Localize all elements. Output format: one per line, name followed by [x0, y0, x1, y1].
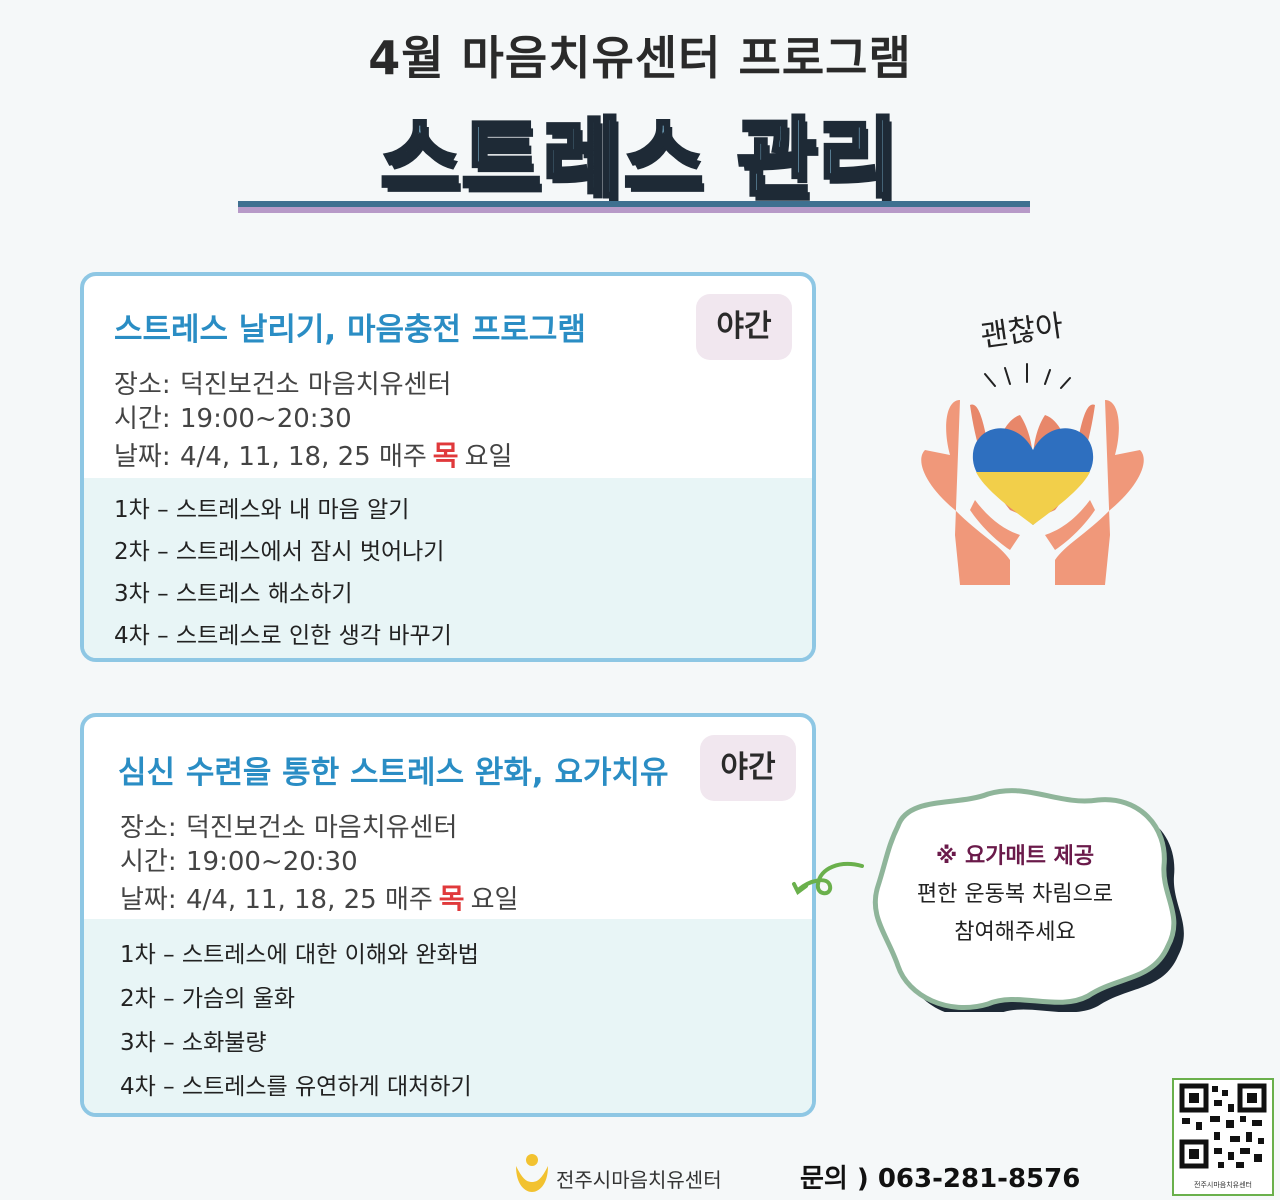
session-item: 4차 – 스트레스를 유연하게 대처하기: [120, 1074, 472, 1100]
date-value: 4/4, 11, 18, 25 매주: [180, 442, 427, 472]
title-divider: [238, 201, 1030, 207]
location-label: 장소:: [120, 813, 177, 843]
session-item: 1차 – 스트레스에 대한 이해와 완화법: [120, 942, 479, 968]
time-value: 19:00~20:30: [186, 847, 358, 877]
notice-bubble: [872, 788, 1184, 1012]
session-item: 4차 – 스트레스로 인한 생각 바꾸기: [114, 623, 452, 649]
qr-caption: 전주시마음치유센터: [1194, 1181, 1252, 1189]
notice-title: ※ 요가매트 제공: [935, 844, 1095, 869]
notice-text: 참여해주세요: [954, 920, 1076, 945]
night-badge: 야간: [700, 735, 796, 801]
arrow-icon: [792, 862, 864, 896]
night-badge: 야간: [696, 294, 792, 360]
date-label: 날짜:: [120, 885, 177, 915]
weekday-suffix: 요일: [464, 442, 513, 472]
center-logo-icon: [516, 1154, 548, 1192]
program-location: 장소: 덕진보건소 마음치유센터: [114, 364, 451, 401]
notice-text: 편한 운동복 차림으로: [916, 882, 1114, 907]
hands-heart-icon: [921, 363, 1144, 585]
time-value: 19:00~20:30: [180, 404, 352, 434]
qr-code-icon: [1179, 1083, 1267, 1169]
page-title: 스트레스 관리: [379, 107, 900, 211]
program-time: 시간: 19:00~20:30: [120, 841, 358, 878]
program-location: 장소: 덕진보건소 마음치유센터: [120, 807, 457, 844]
session-list: 1차 – 스트레스와 내 마음 알기 2차 – 스트레스에서 잠시 벗어나기 3…: [84, 478, 812, 658]
time-label: 시간:: [120, 847, 177, 877]
program-title: 심신 수련을 통한 스트레스 완화, 요가치유: [118, 755, 669, 791]
location-value: 덕진보건소 마음치유센터: [180, 370, 452, 400]
weekday: 목: [438, 882, 465, 915]
location-value: 덕진보건소 마음치유센터: [186, 813, 458, 843]
session-item: 2차 – 가슴의 울화: [120, 986, 296, 1012]
illustration-caption: 괜찮아: [978, 308, 1066, 355]
qr-code[interactable]: 전주시마음치유센터: [1172, 1078, 1274, 1196]
program-time: 시간: 19:00~20:30: [114, 398, 352, 435]
time-label: 시간:: [114, 404, 171, 434]
program-card-2: 심신 수련을 통한 스트레스 완화, 요가치유 야간 장소: 덕진보건소 마음치유…: [80, 713, 816, 1117]
session-item: 2차 – 스트레스에서 잠시 벗어나기: [114, 539, 445, 565]
session-list: 1차 – 스트레스에 대한 이해와 완화법 2차 – 가슴의 울화 3차 – 소…: [84, 919, 812, 1113]
location-label: 장소:: [114, 370, 171, 400]
session-item: 3차 – 소화불량: [120, 1030, 267, 1056]
weekday-suffix: 요일: [470, 885, 519, 915]
date-label: 날짜:: [114, 442, 171, 472]
program-card-1: 스트레스 날리기, 마음충전 프로그램 야간 장소: 덕진보건소 마음치유센터 시…: [80, 272, 816, 662]
title-divider-accent: [238, 207, 1030, 213]
contact-phone[interactable]: 문의 ) 063-281-8576: [800, 1164, 1081, 1194]
program-subtitle: 4월 마음치유센터 프로그램: [368, 31, 912, 85]
weekday: 목: [432, 439, 459, 472]
date-value: 4/4, 11, 18, 25 매주: [186, 885, 433, 915]
session-item: 3차 – 스트레스 해소하기: [114, 581, 353, 607]
session-item: 1차 – 스트레스와 내 마음 알기: [114, 497, 410, 523]
center-name: 전주시마음치유센터: [556, 1168, 722, 1192]
program-title: 스트레스 날리기, 마음충전 프로그램: [114, 312, 586, 348]
